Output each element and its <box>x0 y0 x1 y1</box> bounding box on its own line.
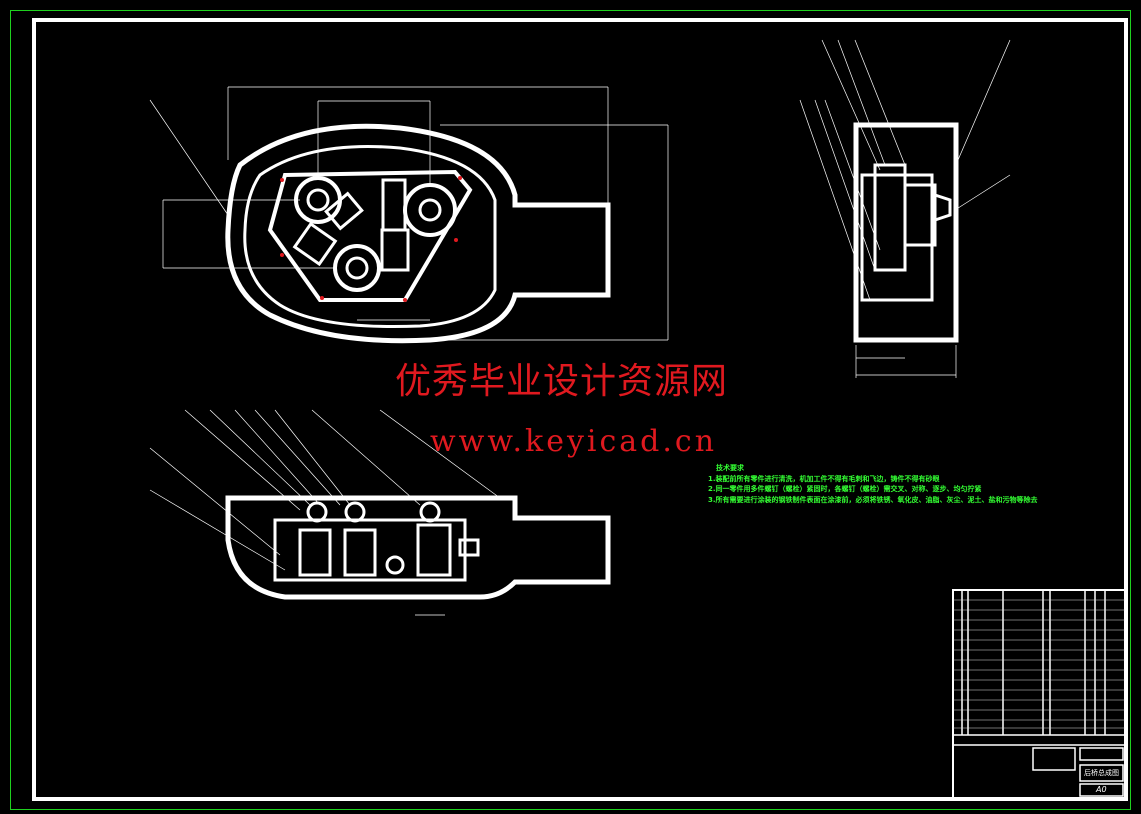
requirement-item: 2.同一零件用多件螺钉（螺栓）紧固时，各螺钉（螺栓）需交叉、对称、逐步、均匀拧紧 <box>708 485 982 493</box>
drawing-frame <box>32 18 1128 801</box>
drawing-title: 后桥总成图 <box>1084 769 1119 777</box>
requirements-title: 技术要求 <box>716 464 744 472</box>
technical-requirements: 技术要求 1.装配前所有零件进行清洗，机加工件不得有毛刺和飞边，铸件不得有砂眼 … <box>708 463 1038 505</box>
front-view <box>149 409 611 616</box>
outer-border <box>10 10 1131 810</box>
watermark-site-name: 优秀毕业设计资源网 <box>395 361 729 402</box>
requirement-item: 3.所有需要进行涂装的钢铁制件表面在涂漆前，必须将铁锈、氧化皮、油脂、灰尘、泥土… <box>708 495 1038 504</box>
requirement-item: 1.装配前所有零件进行清洗，机加工件不得有毛刺和飞边，铸件不得有砂眼 <box>708 474 940 483</box>
side-view <box>799 39 1011 378</box>
watermark-url: www.keyicad.cn <box>430 424 718 459</box>
title-block <box>952 589 1126 799</box>
top-view <box>149 86 669 344</box>
sheet-size: A0 <box>1096 785 1107 794</box>
